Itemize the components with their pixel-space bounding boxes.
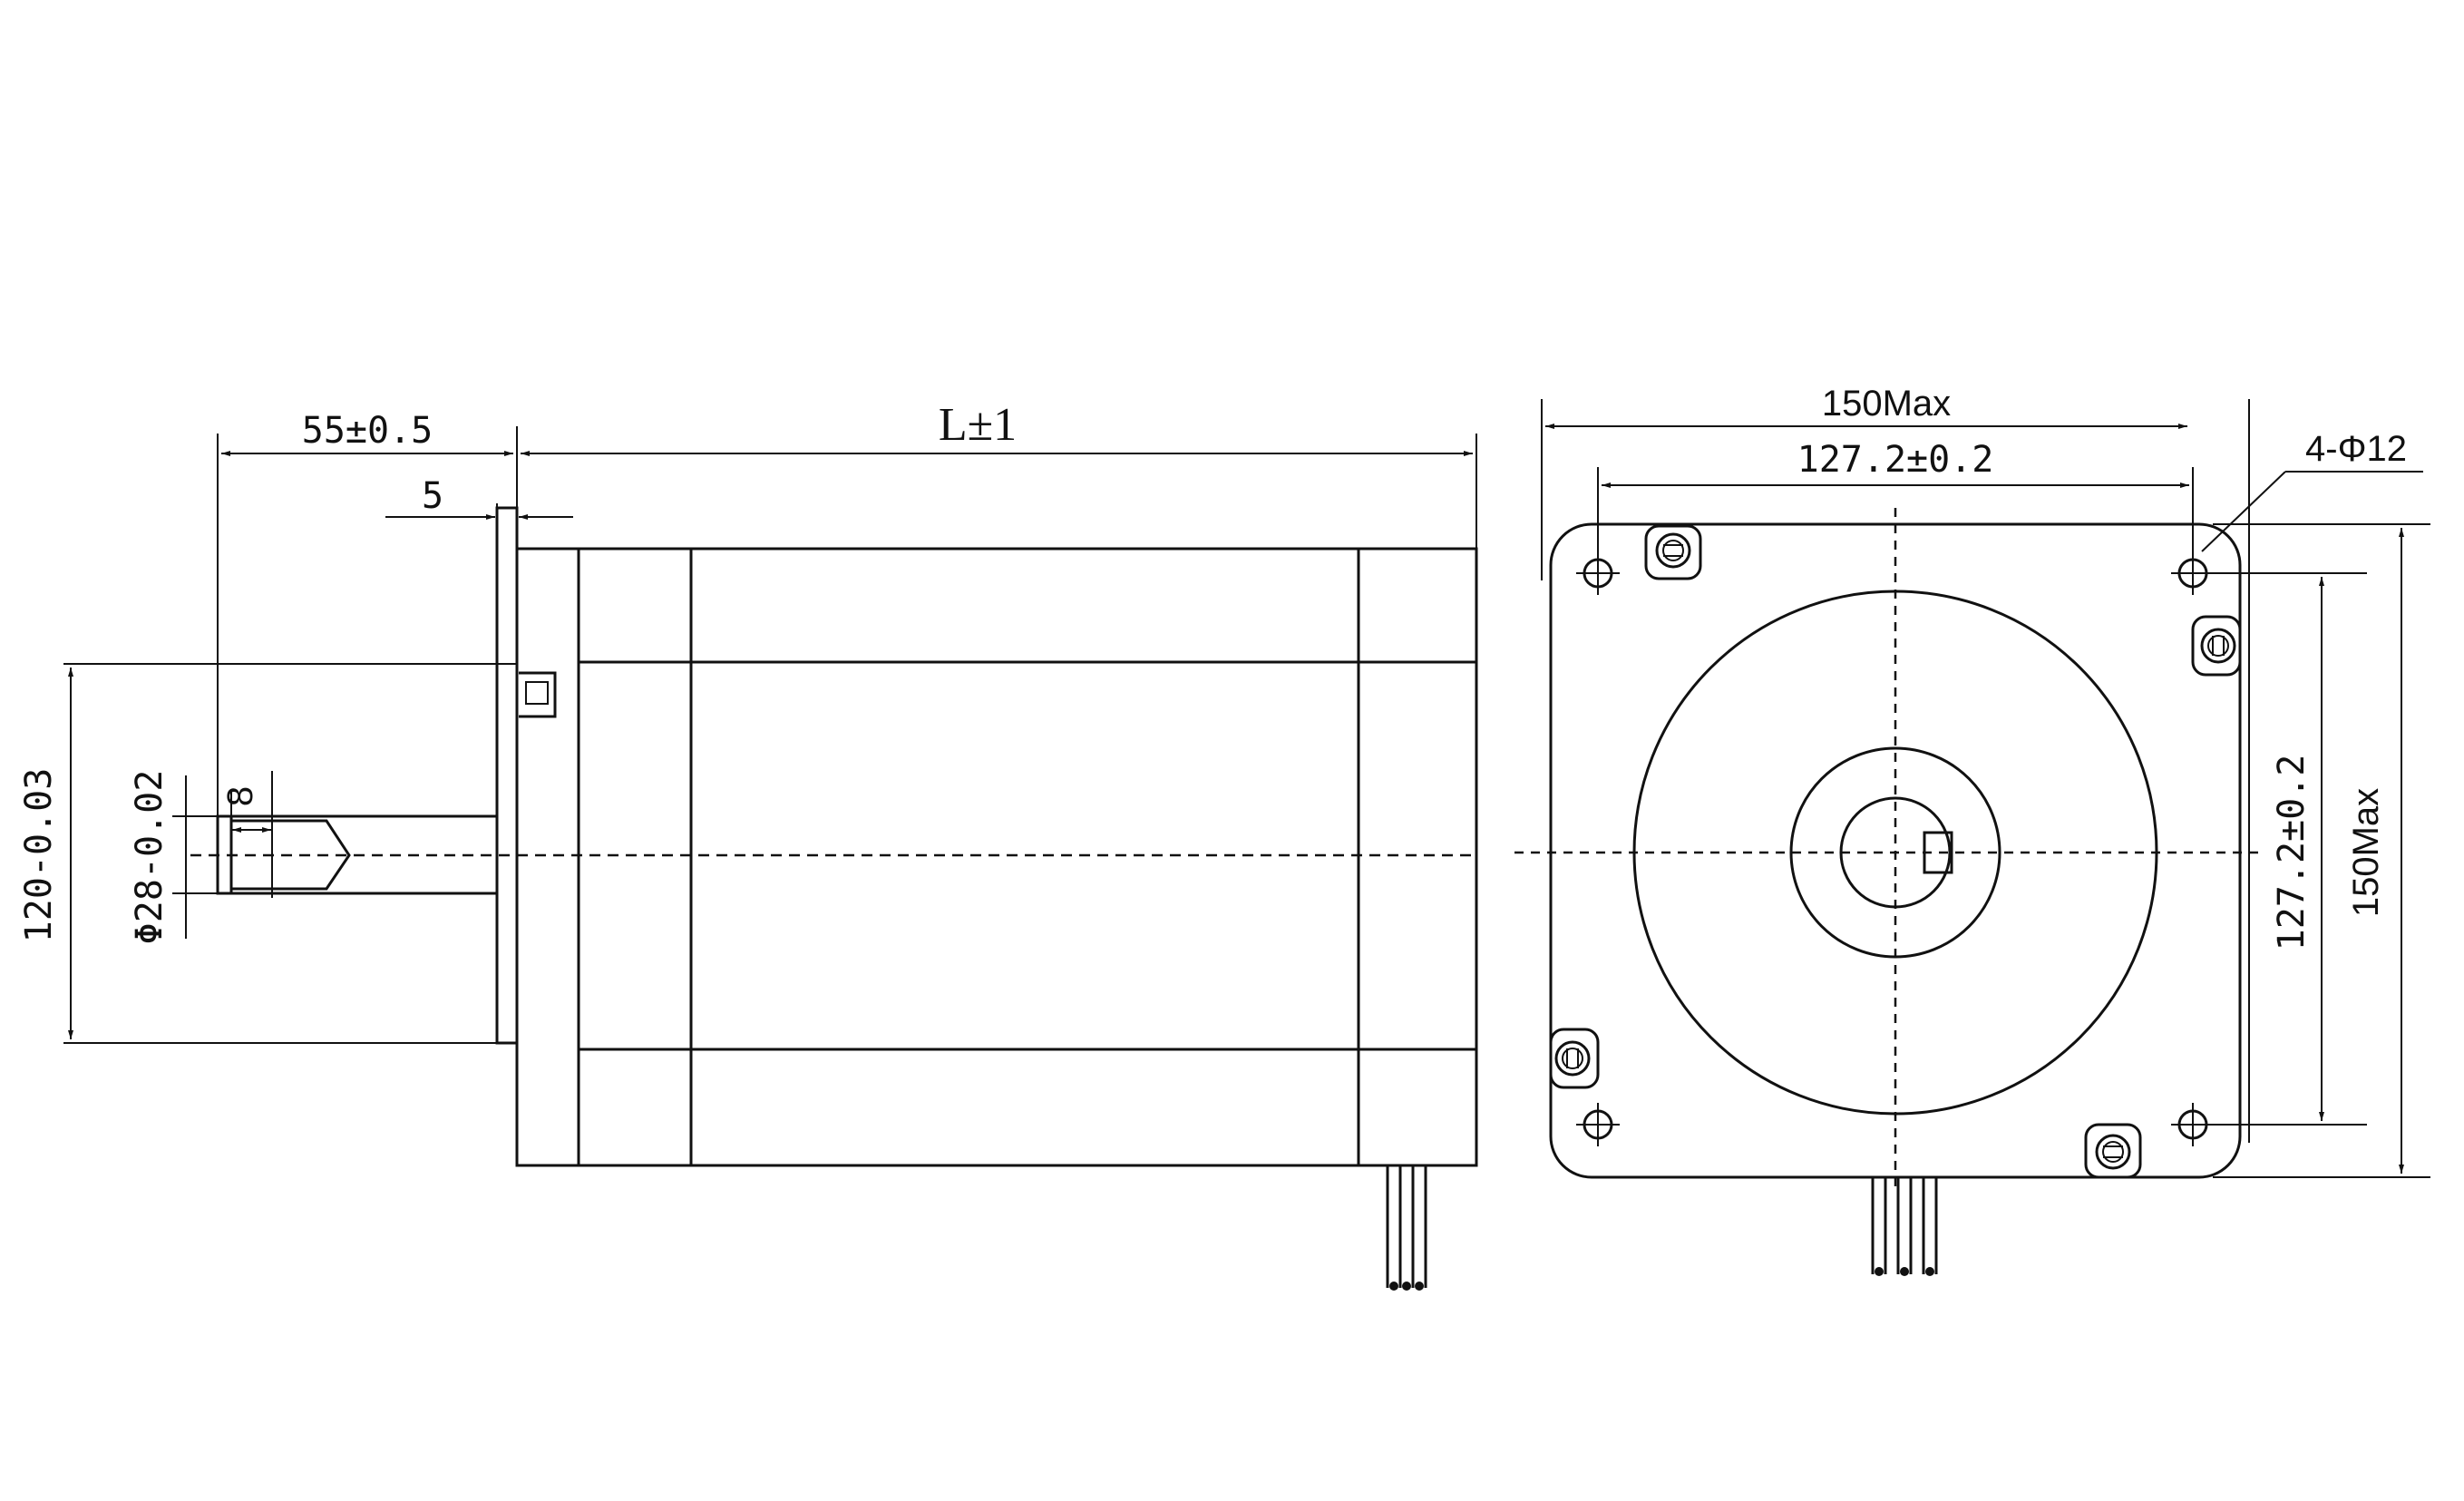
screw-head-bottom: [2084, 1123, 2142, 1179]
label-mounting-holes: 4-Φ12: [2305, 429, 2407, 469]
label-key-width: 8: [220, 786, 260, 806]
leader-mounting-holes: [2201, 471, 2286, 552]
label-hole-spacing-v: 127.2±0.2: [2271, 755, 2313, 951]
front-flange: [515, 547, 580, 1167]
label-flange-thickness: 5: [422, 475, 443, 517]
front-view-lead-wires: [1871, 1177, 1938, 1276]
label-overall-length: L±1: [939, 399, 1017, 451]
mounting-hole-br: [2171, 1103, 2215, 1146]
label-hole-spacing-h: 127.2±0.2: [1797, 439, 1994, 481]
flange-pilot: [495, 506, 519, 1045]
motor-body: [577, 547, 1478, 1167]
screw-head-left: [1549, 1028, 1600, 1089]
side-view-lead-wires: [1386, 1165, 1427, 1291]
mounting-hole-tl: [1576, 551, 1620, 595]
mounting-hole-tr: [2171, 551, 2215, 595]
label-pilot-diameter: 120-0.03: [18, 768, 60, 943]
label-shaft-diameter: Φ28-0.02: [129, 770, 170, 945]
screw-head-top: [1644, 524, 1702, 580]
label-max-height: 150Max: [2346, 788, 2386, 917]
side-view: 55±0.5 L±1 5 8 Φ28-0.02: [18, 399, 1478, 1291]
front-view: 150Max 127.2±0.2 4-Φ12 127.2±0.2 150Max: [1514, 384, 2430, 1276]
label-max-width: 150Max: [1822, 384, 1951, 424]
label-shaft-length: 55±0.5: [302, 410, 433, 452]
flange-notch: [519, 671, 557, 718]
screw-head-right: [2191, 615, 2242, 677]
flange-notch-inner: [525, 681, 549, 705]
mounting-hole-bl: [1576, 1103, 1620, 1146]
